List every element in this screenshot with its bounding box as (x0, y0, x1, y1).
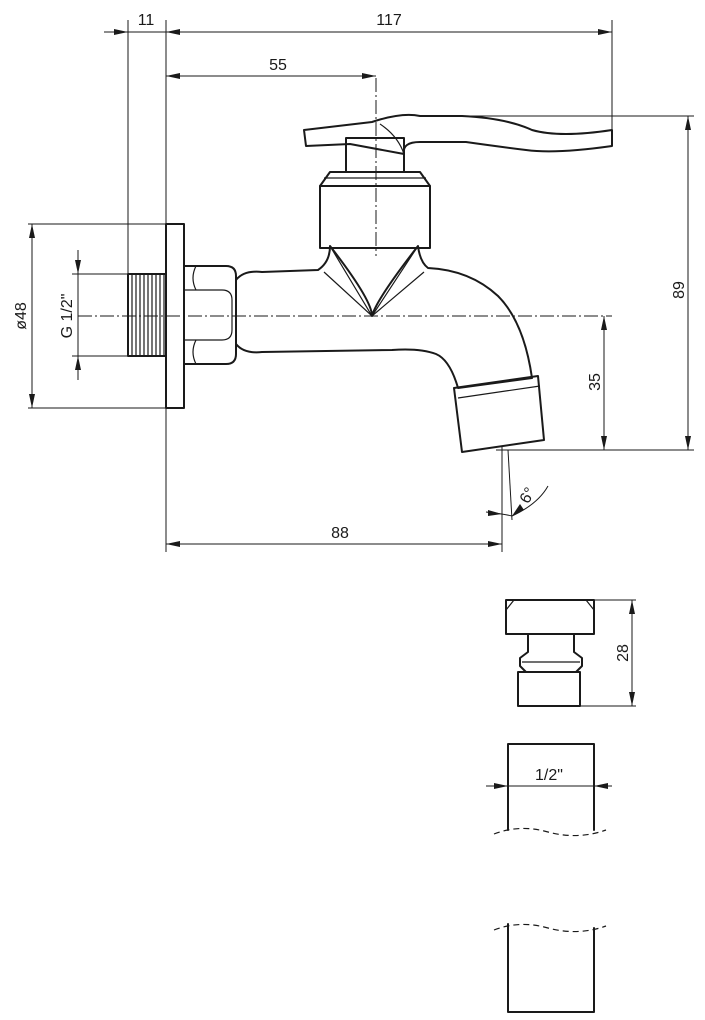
dim-overall-height: 89 (671, 281, 688, 299)
dim-outlet-angle: 6° (517, 485, 539, 507)
faucet-side-view (78, 78, 613, 453)
dim-axis-offset: 55 (269, 57, 287, 74)
dim-flange-diameter: ø48 (13, 302, 30, 330)
dim-projection: 88 (331, 525, 349, 542)
dim-thread: G 1/2" (59, 294, 76, 339)
dim-flange-thickness: 11 (138, 12, 155, 29)
spout-body (235, 245, 533, 389)
lever-handle (303, 113, 613, 155)
hex-nut (183, 265, 237, 365)
dim-adapter-height: 28 (615, 644, 632, 662)
threaded-connector (127, 273, 167, 357)
dim-outlet-drop: 35 (587, 373, 604, 391)
valve-body (319, 171, 431, 249)
dim-hose-size: 1/2" (535, 767, 563, 784)
aerator (453, 375, 545, 453)
dimensions: 11 117 55 89 35 ø48 G 1/2 (13, 12, 694, 552)
valve-stem (345, 137, 405, 173)
hose-adapter: 28 (505, 599, 636, 707)
hose-section: 1/2" (486, 743, 612, 1013)
dim-overall-length: 117 (376, 12, 402, 29)
